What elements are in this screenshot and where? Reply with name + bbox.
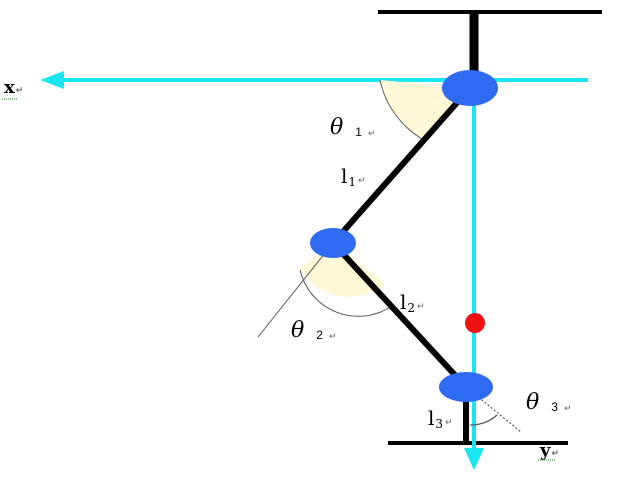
center-of-mass-dot: [465, 313, 485, 333]
link1-extension-line: [257, 242, 334, 338]
l3-label: l3↵: [428, 406, 453, 431]
x-axis-arrowhead: [40, 71, 64, 89]
link-2: [330, 240, 469, 390]
y-axis-label: y↵: [539, 440, 559, 461]
y-axis-arrowhead: [464, 448, 484, 470]
theta2-arc-fill: [300, 243, 385, 297]
joint-2: [310, 228, 356, 258]
joint-1: [442, 70, 498, 106]
x-axis-label: x↵: [4, 77, 23, 98]
theta2-arc: [299, 269, 393, 317]
l1-label: l1↵: [341, 164, 366, 189]
link-1: [330, 86, 473, 245]
joint-3: [439, 372, 493, 402]
theta3-arc: [469, 414, 498, 426]
theta1-arc: [379, 79, 425, 141]
l2-label: l2↵: [400, 290, 425, 315]
